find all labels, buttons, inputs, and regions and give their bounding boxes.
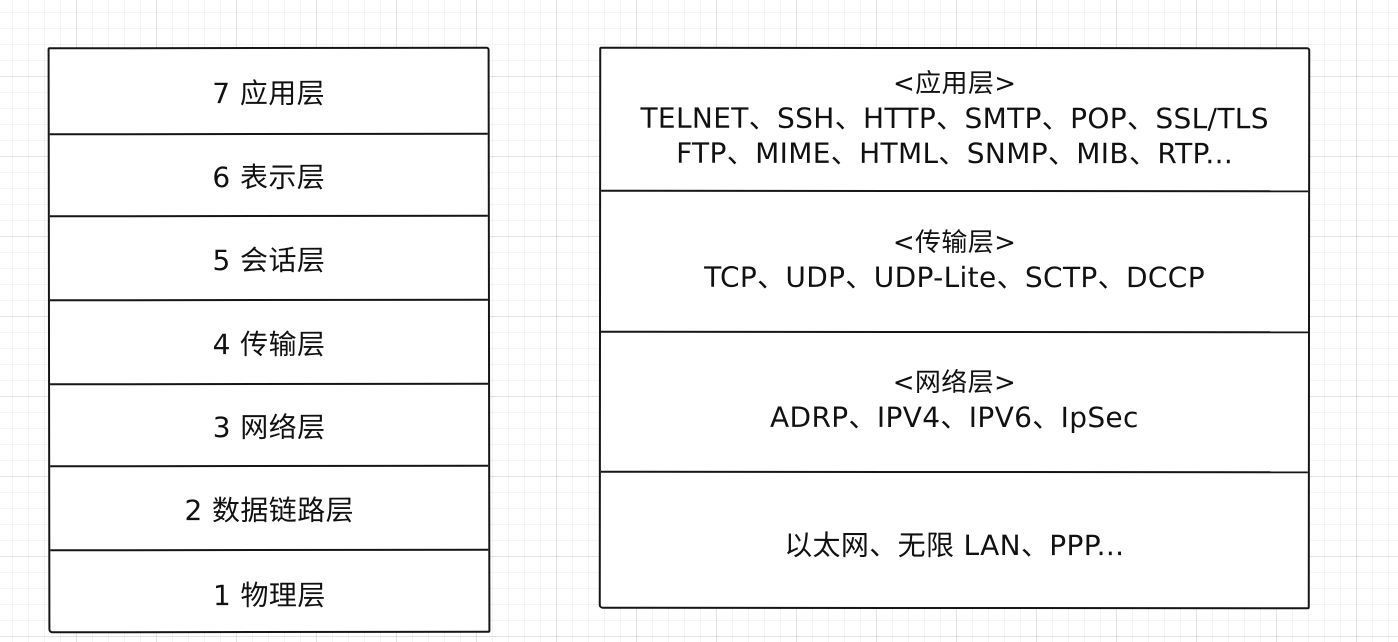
osi-seven-layer-stack: 7 应用层 6 表示层 5 会话层 4 传输层 3 网络层 2 数据链路层 1 … [47,46,491,636]
osi-layer-presentation: 6 表示层 [49,134,488,218]
tcp-layer-application: <应用层> TELNET、SSH、HTTP、SMTP、POP、SSL/TLS F… [601,48,1309,193]
tcp-transport-protocols: TCP、UDP、UDP-Lite、SCTP、DCCP [704,260,1205,295]
tcp-application-protocols-line-2: FTP、MIME、HTML、SNMP、MIB、RTP... [676,136,1234,171]
osi-layer-application: 7 应用层 [49,48,488,136]
tcp-network-protocols: ADRP、IPV4、IPV6、IpSec [770,401,1139,435]
tcp-layer-transport: <传输层> TCP、UDP、UDP-Lite、SCTP、DCCP [600,191,1309,334]
osi-layer-session-label: 5 会话层 [212,243,326,278]
tcp-application-heading: <应用层> [893,68,1017,99]
osi-layer-physical-label: 1 物理层 [212,578,326,613]
tcp-layer-network: <网络层> ADRP、IPV4、IPV6、IpSec [600,332,1308,474]
tcp-layer-link: 以太网、无限 LAN、PPP... [601,473,1308,612]
tcp-application-protocols-line-1: TELNET、SSH、HTTP、SMTP、POP、SSL/TLS [640,101,1269,136]
tcp-ip-protocol-stack: <应用层> TELNET、SSH、HTTP、SMTP、POP、SSL/TLS F… [598,46,1311,612]
osi-layer-data-link: 2 数据链路层 [50,466,489,552]
osi-layer-application-label: 7 应用层 [212,76,326,111]
osi-layer-network-label: 3 网络层 [212,410,326,445]
tcp-transport-heading: <传输层> [892,227,1017,258]
tcp-link-protocols: 以太网、无限 LAN、PPP... [784,529,1125,563]
osi-layer-network: 3 网络层 [50,384,489,468]
osi-layer-data-link-label: 2 数据链路层 [184,493,355,528]
tcp-network-heading: <网络层> [892,368,1017,399]
osi-layer-session: 5 会话层 [49,216,488,302]
osi-layer-presentation-label: 6 表示层 [212,160,326,195]
osi-layer-physical: 1 物理层 [50,551,488,636]
osi-layer-transport-label: 4 传输层 [212,327,326,362]
osi-layer-transport: 4 传输层 [49,300,489,386]
